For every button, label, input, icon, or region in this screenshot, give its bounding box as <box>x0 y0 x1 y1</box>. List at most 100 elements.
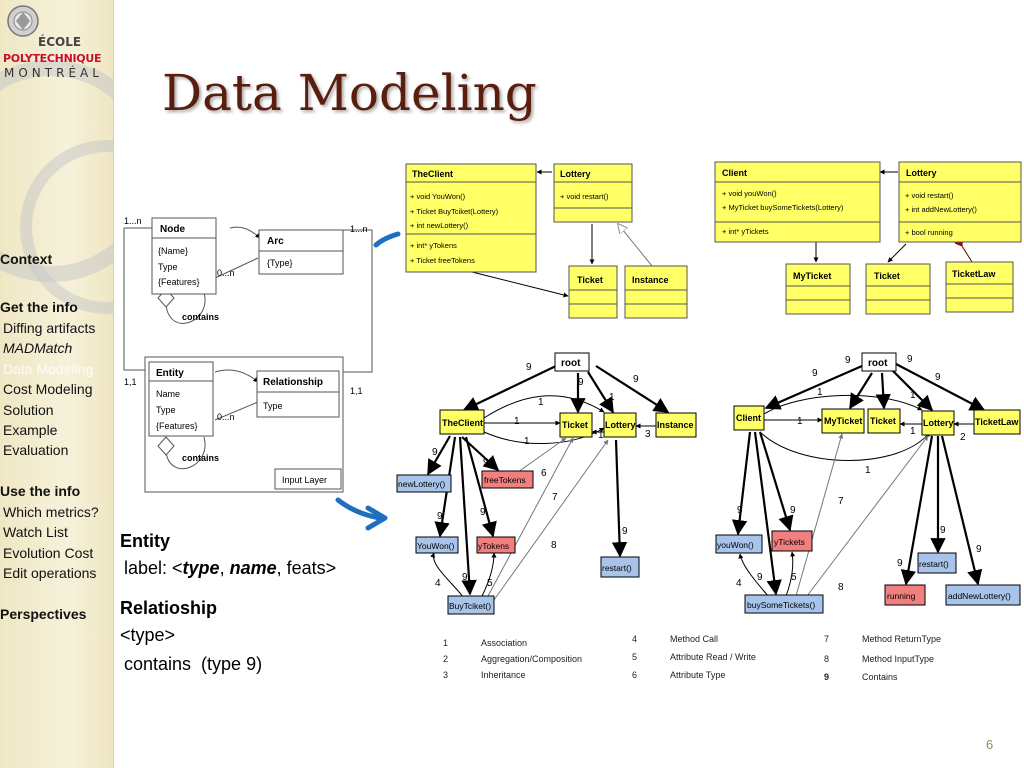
uml-class-lottery-right: Lottery + void restart() + int addNewLot… <box>898 161 1022 243</box>
nav-edit-operations[interactable]: Edit operations <box>3 565 97 581</box>
legend-number: 9 <box>824 672 829 682</box>
graph-node-label: Lottery <box>605 420 636 430</box>
nav-solution[interactable]: Solution <box>3 402 54 418</box>
graph-node-label: Ticket <box>870 416 896 426</box>
uml-class-client: Client + void youWon() + MyTicket buySom… <box>714 161 881 243</box>
edge-label: 9 <box>907 354 913 365</box>
graph-node-label: youWon() <box>717 540 754 550</box>
entity-heading: Entity <box>120 531 171 551</box>
graph-edge <box>611 439 628 558</box>
uml-diagram-left: TheClient + void YouWon() + Ticket BuyTc… <box>405 163 688 319</box>
entity-title: Entity <box>156 368 184 379</box>
slide-title: Data Modeling <box>162 64 537 122</box>
school-logo: ÉCOLE POLYTECHNIQUE MONTRÉAL <box>0 0 113 85</box>
accent-arrowhead-icon <box>365 505 388 531</box>
graph-node-label: yTickets <box>774 537 805 547</box>
graph-edge <box>803 435 929 601</box>
graph-node-label: TheClient <box>442 418 483 428</box>
class-op: + void restart() <box>905 191 954 200</box>
relationship-heading: Relatioship <box>120 598 218 618</box>
edge-label: 1 <box>598 430 604 441</box>
nav-get-the-info[interactable]: Get the info <box>0 299 78 315</box>
uml-inheritance <box>618 224 653 267</box>
nav-evaluation[interactable]: Evaluation <box>3 442 69 458</box>
nav-data-modeling[interactable]: Data Modeling <box>3 361 94 377</box>
node-attr: Type <box>158 262 178 272</box>
nav-cost-modeling[interactable]: Cost Modeling <box>3 381 93 397</box>
legend-number: 6 <box>632 670 637 680</box>
uml-class-theclient: TheClient + void YouWon() + Ticket BuyTc… <box>405 163 537 273</box>
edge-label: 8 <box>551 540 557 551</box>
class-op: + MyTicket buySomeTickets(Lottery) <box>722 203 844 212</box>
multiplicity-label: 1...n <box>350 224 368 234</box>
edge-label: 9 <box>812 368 818 379</box>
class-op: + int addNewLottery() <box>905 205 977 214</box>
edge-type-legend: 1 Association 2 Aggregation/Composition … <box>443 634 941 682</box>
arc-attr: {Type} <box>267 258 293 268</box>
legend-label: Attribute Type <box>670 670 725 680</box>
nav-evolution-cost[interactable]: Evolution Cost <box>3 545 94 561</box>
edge-label: 1 <box>910 426 916 437</box>
class-title: Lottery <box>906 168 937 178</box>
edge-label: 1 <box>609 392 615 403</box>
edge-label: 1 <box>817 387 823 398</box>
graph-edge <box>464 436 497 538</box>
nav-use-the-info[interactable]: Use the info <box>0 483 81 499</box>
entity-attr: {Features} <box>156 421 198 431</box>
nav-madmatch[interactable]: MADMatch <box>3 340 73 356</box>
nav-watch-list[interactable]: Watch List <box>3 524 68 540</box>
legend-number: 1 <box>443 638 448 648</box>
edge-label: 1 <box>797 416 803 427</box>
graph-edge <box>891 369 934 412</box>
edge-label: 9 <box>633 374 639 385</box>
edge-label: 7 <box>552 492 558 503</box>
contains-loop <box>165 436 206 470</box>
graph-node-label: running <box>887 591 916 601</box>
meta-line <box>123 228 145 371</box>
graph-node <box>554 352 590 372</box>
graph-node-label: Instance <box>657 420 694 430</box>
graph-edge <box>764 364 863 410</box>
graph-node <box>733 405 765 431</box>
graph-edge <box>759 431 931 461</box>
uml-composition <box>962 246 973 263</box>
graph-left-nodes: root TheClient Ticket Lottery Instance n… <box>396 352 697 615</box>
nav-perspectives[interactable]: Perspectives <box>0 606 87 622</box>
graph-node <box>973 409 1021 435</box>
edge-label: 9 <box>622 526 628 537</box>
legend-number: 4 <box>632 634 637 644</box>
nav-context[interactable]: Context <box>0 251 53 267</box>
graph-edge <box>481 552 497 597</box>
legend-label: Inheritance <box>481 670 526 680</box>
relationship-contains: contains (type 9) <box>124 654 263 674</box>
edge-label: 9 <box>483 457 489 468</box>
nav-which-metrics[interactable]: Which metrics? <box>3 504 99 520</box>
graph-node <box>884 584 926 606</box>
nav-example[interactable]: Example <box>3 422 58 438</box>
accent-arrow-icon <box>335 497 383 521</box>
edge-label: 5 <box>487 578 493 589</box>
graph-node-label: TicketLaw <box>975 417 1019 427</box>
graph-node <box>744 594 824 614</box>
edge-label: 9 <box>757 572 763 583</box>
graph-edge <box>731 431 752 536</box>
graph-edge <box>785 551 796 597</box>
graph-edge <box>738 553 771 599</box>
edge-label: 1 <box>514 416 520 427</box>
class-attr: + int* yTokens <box>410 241 457 250</box>
entity-label-rest: , feats> <box>276 558 337 578</box>
class-title: TicketLaw <box>952 269 996 279</box>
node-attr: {Features} <box>158 277 200 287</box>
nav-diffing-artifacts[interactable]: Diffing artifacts <box>3 320 96 336</box>
graph-node <box>476 536 516 554</box>
edge-label: 9 <box>845 355 851 366</box>
graph-node <box>655 412 697 438</box>
graph-node-label: Client <box>736 413 761 423</box>
multiplicity-label: 1,1 <box>124 377 137 387</box>
legend-number: 8 <box>824 654 829 664</box>
graph-node <box>559 412 593 438</box>
graph-edge <box>875 372 891 410</box>
edge-label: 9 <box>976 544 982 555</box>
graph-node <box>945 584 1021 606</box>
graph-node-label: MyTicket <box>824 416 862 426</box>
